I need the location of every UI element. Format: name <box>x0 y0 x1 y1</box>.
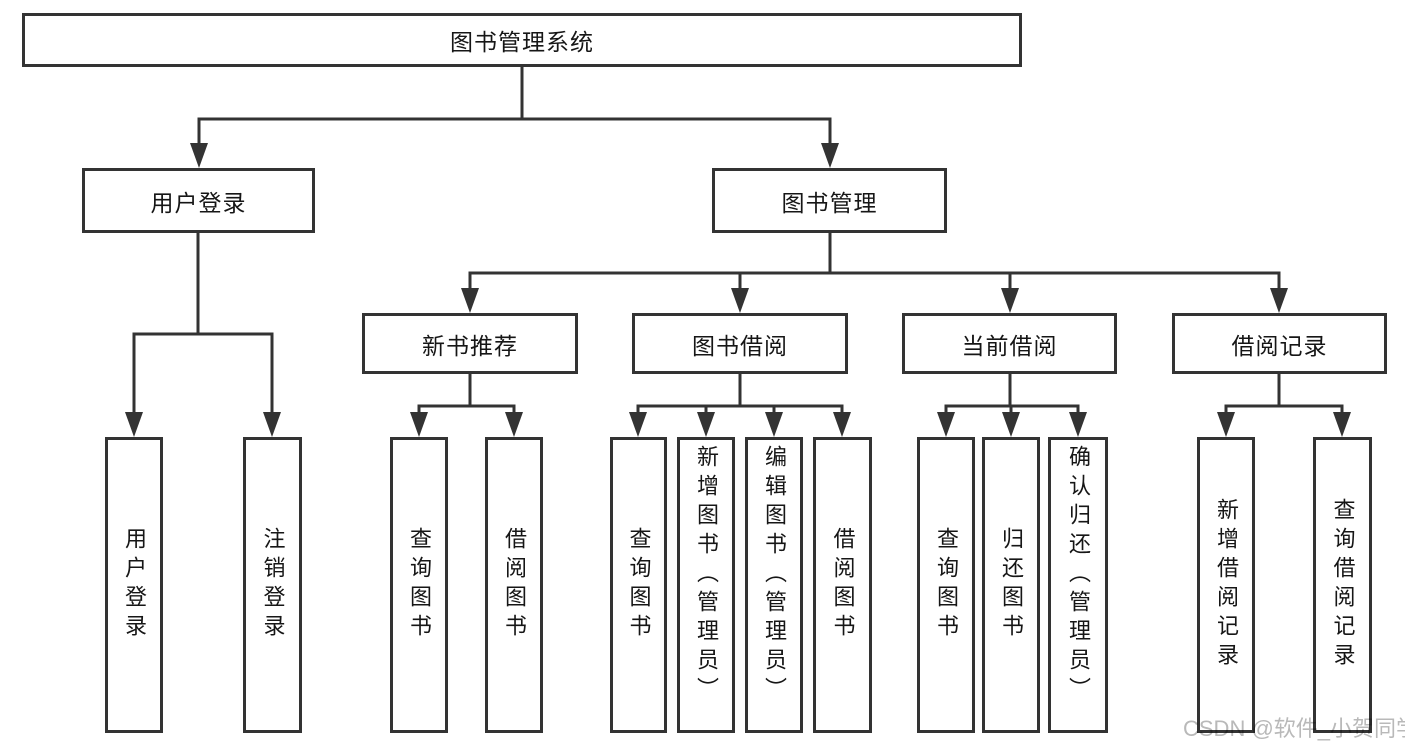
node-current-borrow: 当前借阅 <box>902 313 1117 374</box>
leaf-add-book-admin-label: 新增图书（管理员） <box>694 445 719 706</box>
watermark: CSDN @软件_小贺同学 <box>1183 716 1405 741</box>
connector-current-borrow <box>944 372 1080 420</box>
leaf-query-books-newbook: 查询图书 <box>390 437 448 733</box>
arrowhead <box>937 412 955 437</box>
leaf-query-books-current-label: 查询图书 <box>934 527 959 643</box>
leaf-return-book: 归还图书 <box>982 437 1040 733</box>
connector-user-login <box>132 231 274 417</box>
leaf-edit-book-admin: 编辑图书（管理员） <box>745 437 803 733</box>
node-new-book-recommend-label: 新书推荐 <box>422 332 518 359</box>
node-new-book-recommend: 新书推荐 <box>362 313 578 374</box>
arrowhead <box>410 412 428 437</box>
arrowhead <box>697 412 715 437</box>
arrowhead <box>125 412 143 437</box>
arrowhead <box>765 412 783 437</box>
arrowhead <box>461 288 479 313</box>
node-book-borrow-label: 图书借阅 <box>692 332 788 359</box>
arrowhead <box>731 288 749 313</box>
arrowhead <box>1217 412 1235 437</box>
arrowhead <box>1002 412 1020 437</box>
arrowhead <box>190 143 208 168</box>
leaf-logout-label: 注销登录 <box>260 527 286 643</box>
connector-book-management <box>468 231 1281 293</box>
arrowhead <box>629 412 647 437</box>
arrowhead <box>1270 288 1288 313</box>
leaf-user-login-label: 用户登录 <box>122 527 147 643</box>
node-borrow-records: 借阅记录 <box>1172 313 1387 374</box>
leaf-confirm-return-admin-label: 确认归还（管理员） <box>1066 445 1091 706</box>
node-root-label: 图书管理系统 <box>450 29 594 55</box>
leaf-query-books-borrow-label: 查询图书 <box>626 527 652 643</box>
arrowhead <box>263 412 281 437</box>
leaf-borrow-books-borrow: 借阅图书 <box>813 437 872 733</box>
leaf-query-books-current: 查询图书 <box>917 437 975 733</box>
node-book-borrow: 图书借阅 <box>632 313 848 374</box>
leaf-return-book-label: 归还图书 <box>999 527 1024 643</box>
leaf-borrow-books-newbook: 借阅图书 <box>485 437 543 733</box>
arrowhead <box>833 412 851 437</box>
leaf-borrow-books-borrow-label: 借阅图书 <box>830 527 856 643</box>
connector-new-book <box>417 372 516 420</box>
node-book-management-label: 图书管理 <box>781 189 878 216</box>
node-user-login: 用户登录 <box>82 168 315 233</box>
leaf-query-borrow-record: 查询借阅记录 <box>1313 437 1372 733</box>
connector-borrow-records <box>1224 372 1344 420</box>
node-book-management: 图书管理 <box>712 168 947 233</box>
connector-book-borrow <box>636 372 844 420</box>
leaf-add-borrow-record-label: 新增借阅记录 <box>1214 498 1239 672</box>
leaf-borrow-books-newbook-label: 借阅图书 <box>502 527 527 643</box>
arrowhead <box>1333 412 1351 437</box>
leaf-logout: 注销登录 <box>243 437 302 733</box>
node-borrow-records-label: 借阅记录 <box>1231 332 1328 359</box>
node-user-login-label: 用户登录 <box>150 189 247 216</box>
node-current-borrow-label: 当前借阅 <box>961 332 1058 359</box>
leaf-add-borrow-record: 新增借阅记录 <box>1197 437 1255 733</box>
leaf-edit-book-admin-label: 编辑图书（管理员） <box>762 445 787 706</box>
arrowhead <box>505 412 523 437</box>
leaf-user-login: 用户登录 <box>105 437 163 733</box>
arrowhead <box>1069 412 1087 437</box>
leaf-query-books-newbook-label: 查询图书 <box>407 527 432 643</box>
node-root: 图书管理系统 <box>22 13 1022 67</box>
leaf-query-borrow-record-label: 查询借阅记录 <box>1330 498 1356 672</box>
leaf-query-books-borrow: 查询图书 <box>610 437 667 733</box>
arrowhead <box>821 143 839 168</box>
leaf-add-book-admin: 新增图书（管理员） <box>677 437 735 733</box>
arrowhead <box>1001 288 1019 313</box>
connector-root <box>197 65 832 148</box>
leaf-confirm-return-admin: 确认归还（管理员） <box>1048 437 1108 733</box>
